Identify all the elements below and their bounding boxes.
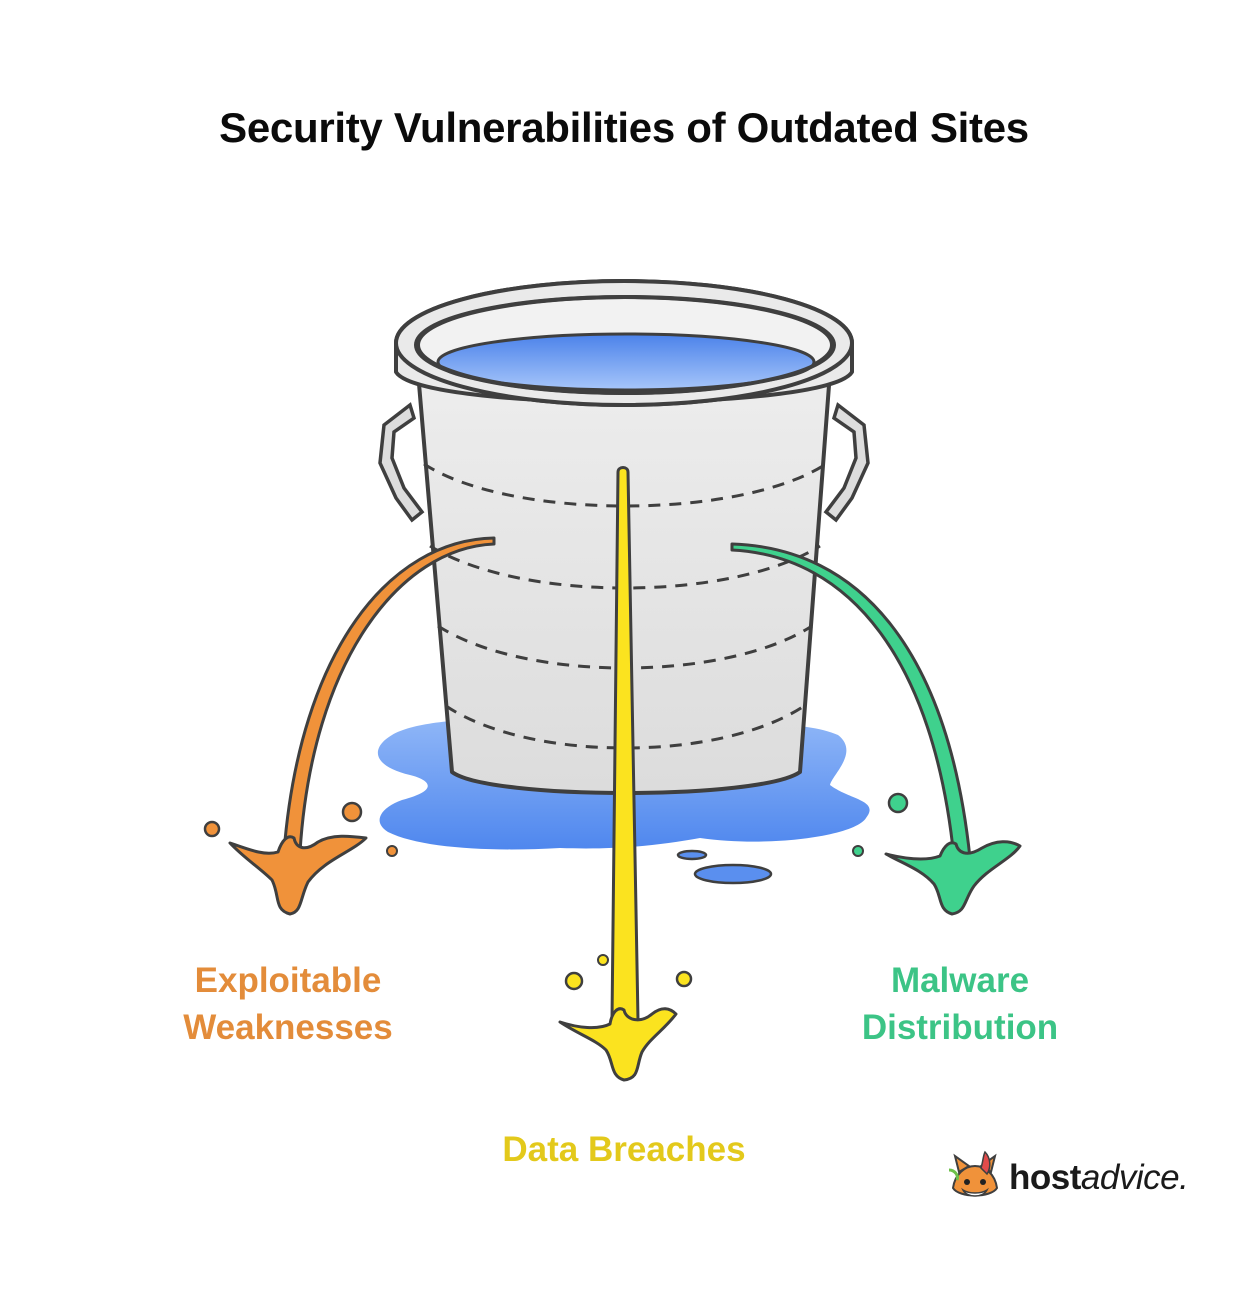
- page-title: Security Vulnerabilities of Outdated Sit…: [219, 104, 1029, 151]
- label-line: Malware: [890, 961, 1030, 1000]
- brand-logo: hostadvice.: [945, 1148, 1205, 1208]
- label-line: Weaknesses: [183, 1008, 393, 1047]
- label-exploitable-weaknesses: Exploitable Weaknesses: [128, 957, 448, 1051]
- label-line: Distribution: [861, 1008, 1059, 1047]
- label-data-breaches: Data Breaches: [464, 1126, 784, 1173]
- fox-logo-icon: [948, 1150, 999, 1197]
- bucket-handle: [378, 402, 870, 523]
- label-malware-distribution: Malware Distribution: [800, 957, 1120, 1051]
- brand-wordmark: hostadvice.: [1009, 1158, 1189, 1198]
- orange-leak-stream: [203, 536, 496, 916]
- brand-bold: host: [1009, 1158, 1081, 1197]
- brand-dot: .: [1179, 1158, 1189, 1197]
- label-line: Exploitable: [194, 961, 382, 1000]
- green-leak-stream: [730, 542, 1022, 916]
- brand-rest: advice: [1080, 1158, 1180, 1197]
- yellow-leak-stream: [558, 466, 693, 1082]
- label-line: Data Breaches: [502, 1130, 746, 1169]
